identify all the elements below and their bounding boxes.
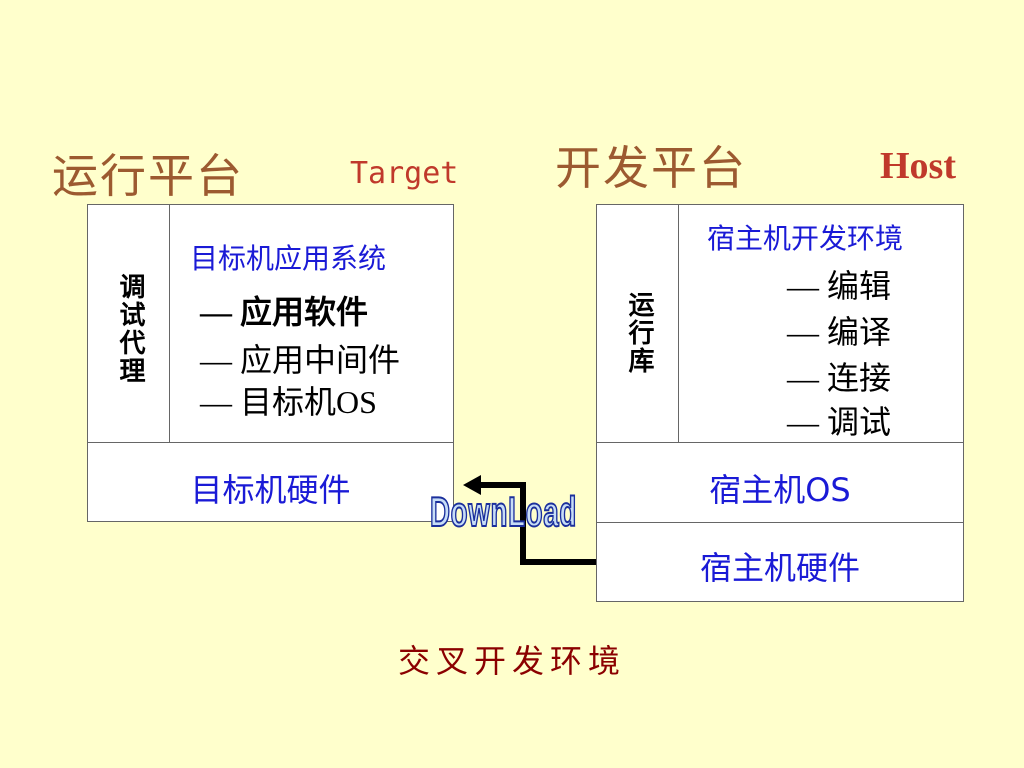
host-item-link: — 连接 [787,360,892,396]
target-label: Target [350,156,459,191]
dev-platform-title: 开发平台 [555,141,747,195]
host-item-compile: — 编译 [787,314,892,350]
debug-agent-cell: 调试代理 [87,204,170,443]
target-app-system-cell: 目标机应用系统 — 应用软件 — 应用中间件 — 目标机OS [169,204,454,443]
host-os-cell: 宿主机OS [596,442,964,523]
target-item-middleware: — 应用中间件 [200,342,401,378]
runtime-lib-cell: 运行库 [596,204,679,443]
runtime-lib-label: 运行库 [624,291,654,375]
target-hardware-cell: 目标机硬件 [87,442,454,522]
debug-agent-label: 调试代理 [115,273,145,385]
host-item-edit: — 编辑 [787,268,892,304]
host-os-label: 宿主机OS [709,471,851,509]
host-item-debug: — 调试 [787,404,892,440]
target-item-app-software: — 应用软件 [200,294,369,330]
host-dev-env-cell: 宿主机开发环境 — 编辑 — 编译 — 连接 — 调试 [678,204,964,443]
download-arrow [463,475,596,565]
target-hardware-label: 目标机硬件 [190,471,351,509]
host-hardware-cell: 宿主机硬件 [596,522,964,602]
diagram-caption: 交叉开发环境 [397,642,626,680]
download-label: DownLoad [429,487,577,536]
host-label: Host [880,145,956,187]
target-item-os: — 目标机OS [200,384,377,420]
host-hardware-label: 宿主机硬件 [699,549,860,587]
target-app-system-title: 目标机应用系统 [190,242,387,275]
run-platform-title: 运行平台 [52,149,244,203]
host-dev-env-title: 宿主机开发环境 [707,222,904,255]
